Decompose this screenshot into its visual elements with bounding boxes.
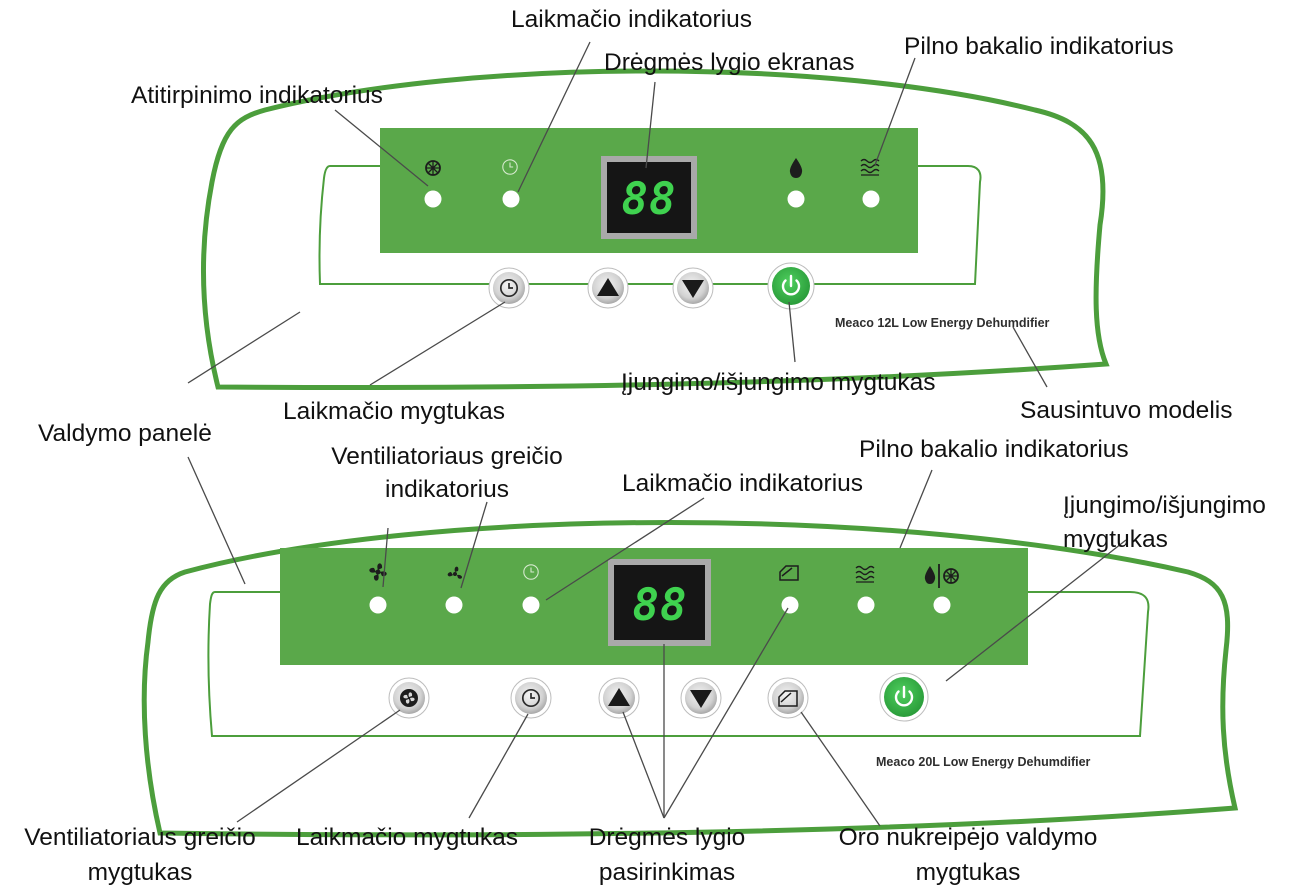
bottom-panel: 88 [141,520,1239,838]
up-arrow-icon [608,688,630,706]
full-tank-led [857,596,875,614]
louvre-led [781,596,799,614]
label-control-panel: Valdymo panelė [38,420,212,447]
label-model: Sausintuvo modelis [1020,397,1232,424]
humidity-display-screen [614,565,705,640]
leader-lines [187,41,1127,827]
label-louvre-button-line2: mygtukas [916,859,1021,886]
water-drop-icon [789,158,803,178]
fan-speed-button[interactable] [388,677,430,719]
top-panel: 88 Meaco 12L Low Energy Dehumdifier [200,68,1110,391]
up-arrow-icon [597,278,619,296]
fan-icon [400,689,418,707]
defrost-icon [425,160,441,176]
label-fan-speed-button-line1: Ventiliatoriaus greičio [24,824,256,851]
label-louvre-button-line1: Oro nukreipėjo valdymo [839,824,1098,851]
top-model-label: Meaco 12L Low Energy Dehumdifier [835,316,1050,330]
down-arrow-icon [690,690,712,708]
top-power-button[interactable] [767,262,815,310]
louvre-icon [778,690,798,707]
label-top-timer-button: Laikmačio mygtukas [283,398,505,425]
label-top-timer-indicator: Laikmačio indikatorius [511,6,752,33]
label-humidity-select-line1: Drėgmės lygio [589,824,746,851]
top-timer-button[interactable] [488,267,530,309]
bottom-model-label: Meaco 20L Low Energy Dehumdifier [876,755,1091,769]
power-icon [894,685,914,707]
label-fan-speed-indicator-line2: indikatorius [385,476,509,503]
fan-high-icon [369,563,387,581]
top-down-button[interactable] [672,267,714,309]
label-bottom-power-button-line1: Įjungimo/išjungimo [1063,492,1266,519]
full-tank-led [862,190,880,208]
fan-high-led [369,596,387,614]
drop-defrost-led [933,596,951,614]
humidity-display-screen [607,162,691,233]
humidity-display-value: 88 [622,174,677,225]
full-tank-icon [860,158,880,176]
label-fan-speed-button-line2: mygtukas [88,859,193,886]
top-panel-inner-outline [318,165,982,285]
bottom-down-button[interactable] [680,677,722,719]
label-bottom-power-button-line2: mygtukas [1063,526,1168,553]
label-bottom-timer-indicator: Laikmačio indikatorius [622,470,863,497]
fan-low-led [445,596,463,614]
timer-led [502,190,520,208]
fan-low-icon [447,566,462,579]
bottom-power-button[interactable] [879,672,929,722]
timer-led [522,596,540,614]
water-led [787,190,805,208]
label-top-full-tank: Pilno bakalio indikatorius [904,33,1174,60]
drop-defrost-icon [924,564,959,588]
bottom-timer-button[interactable] [510,677,552,719]
louvre-button[interactable] [767,677,809,719]
label-humidity-display: Drėgmės lygio ekranas [604,49,855,76]
label-humidity-select-line2: pasirinkimas [599,859,735,886]
down-arrow-icon [682,280,704,298]
bottom-panel-inner-outline [207,591,1150,737]
full-tank-icon [855,565,875,583]
label-bottom-full-tank: Pilno bakalio indikatorius [859,436,1129,463]
defrost-led [424,190,442,208]
label-defrost-indicator: Atitirpinimo indikatorius [131,82,383,109]
bottom-up-button[interactable] [598,677,640,719]
top-up-button[interactable] [587,267,629,309]
callout-labels: Laikmačio indikatorius Drėgmės lygio ekr… [24,6,1266,886]
label-bottom-timer-button: Laikmačio mygtukas [296,824,518,851]
label-top-power-button: Įjungimo/išjungimo mygtukas [621,369,936,396]
humidity-display-value: 88 [633,580,688,631]
power-icon [781,274,801,296]
louvre-icon [779,565,799,581]
label-fan-speed-indicator-line1: Ventiliatoriaus greičio [331,443,563,470]
